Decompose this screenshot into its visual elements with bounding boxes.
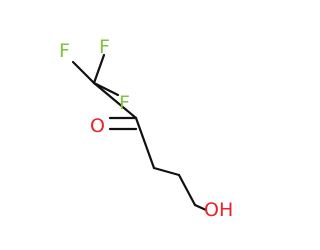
atom-f2: F xyxy=(99,36,110,58)
bond-c4-c5 xyxy=(177,173,197,207)
atom-layer: F F F O OH xyxy=(59,36,233,221)
bond-c3-c4 xyxy=(152,166,181,177)
bond-c1-c2 xyxy=(92,81,138,120)
atom-oh-hydroxyl: OH xyxy=(204,199,233,221)
bond-c1-f1 xyxy=(71,60,96,85)
bond-layer xyxy=(71,53,208,212)
bond-c1-f2 xyxy=(92,53,106,85)
molecule-structure: F F F O OH xyxy=(59,36,233,221)
bond-c2-c3 xyxy=(134,116,156,170)
atom-o-carbonyl: O xyxy=(90,115,105,137)
bond-c5-o2 xyxy=(193,203,208,212)
atom-f1: F xyxy=(59,40,70,62)
atom-f3: F xyxy=(119,92,130,114)
